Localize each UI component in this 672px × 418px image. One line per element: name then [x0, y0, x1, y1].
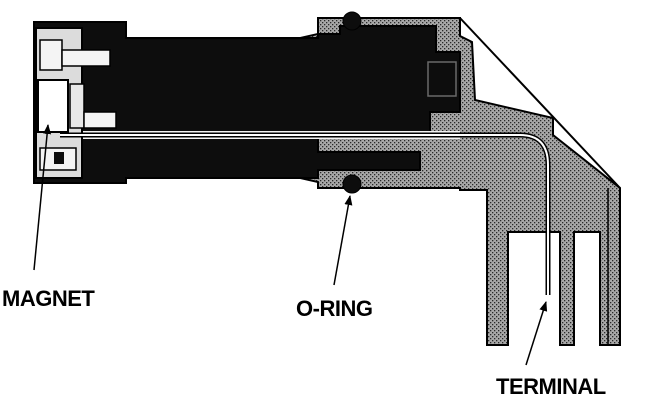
o-ring-pointer [333, 195, 353, 286]
terminal-pointer [525, 301, 548, 366]
o-ring [342, 11, 362, 194]
magnet-assembly [35, 27, 117, 179]
magnet-label: MAGNET [2, 286, 95, 311]
sensor-body [33, 21, 461, 184]
terminal-label: TERMINAL [496, 374, 606, 399]
terminal-wire [60, 132, 551, 295]
o-ring-label: O-RING [296, 296, 372, 321]
magnet-pointer [33, 124, 52, 271]
callout-arrows [33, 124, 548, 366]
